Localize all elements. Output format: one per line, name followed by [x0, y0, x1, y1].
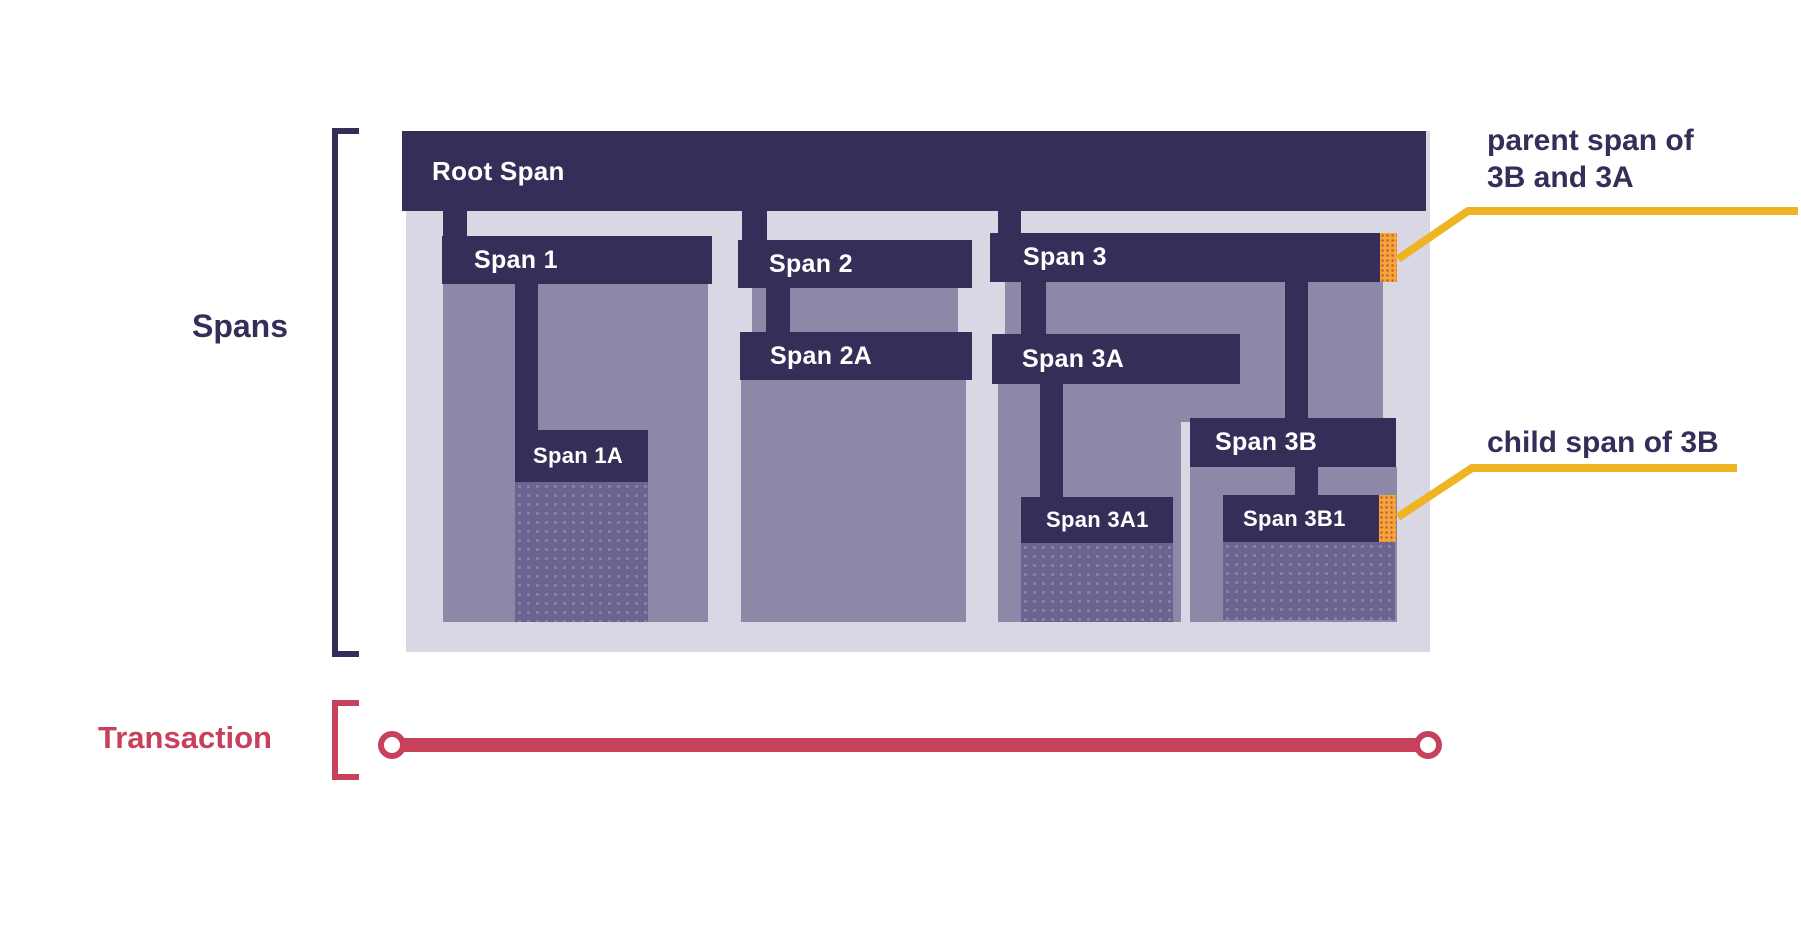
stem-span1-to-span1a — [515, 280, 538, 440]
span3a1-bar: Span 3A1 — [1021, 497, 1173, 543]
span3b1-label: Span 3B1 — [1243, 505, 1346, 531]
span3a1-body — [1021, 543, 1173, 622]
parent-span-annotation-line1: parent span of — [1487, 124, 1694, 157]
span1a-label: Span 1A — [533, 443, 624, 468]
span3b-label: Span 3B — [1215, 428, 1318, 456]
child-span-annotation: child span of 3B — [1487, 426, 1719, 459]
span1a-body — [515, 482, 648, 622]
parent-span-annotation: parent span of 3B and 3A — [1487, 122, 1694, 196]
transaction-start-dot — [378, 731, 406, 759]
root-span-label: Root Span — [432, 155, 565, 186]
transaction-end-dot — [1414, 731, 1442, 759]
stem-span2-to-span2a — [766, 288, 790, 338]
span3-bar: Span 3 — [990, 233, 1397, 282]
stem-span3-to-span3a — [1021, 282, 1046, 342]
span3-label: Span 3 — [1023, 243, 1107, 271]
child-span-callout-line — [1395, 464, 1737, 521]
parent-span-marker — [1380, 233, 1397, 282]
span2a-label: Span 2A — [770, 341, 873, 370]
stem-span3b-to-span3b1 — [1295, 467, 1318, 497]
span1-label: Span 1 — [474, 245, 558, 274]
span3b1-bar: Span 3B1 — [1223, 495, 1396, 542]
span2a-body — [741, 380, 966, 622]
span3a1-label: Span 3A1 — [1046, 507, 1149, 532]
span3b1-body — [1223, 542, 1395, 620]
span3b-bar: Span 3B — [1190, 418, 1396, 467]
span1a-bar: Span 1A — [515, 430, 648, 482]
span1-bar: Span 1 — [442, 236, 712, 284]
span3a-bar: Span 3A — [992, 334, 1240, 384]
stem-span3a-to-span3a1 — [1040, 384, 1063, 504]
span2-bar: Span 2 — [738, 240, 972, 288]
transaction-bracket — [332, 700, 359, 780]
stem-span3-to-span3b — [1285, 282, 1308, 425]
parent-span-callout-line — [1395, 207, 1798, 263]
span2-label: Span 2 — [769, 249, 853, 278]
transaction-duration-line — [400, 738, 1424, 752]
transaction-section-label: Transaction — [98, 720, 272, 755]
root-span-bar: Root Span — [402, 131, 1426, 211]
spans-section-label: Spans — [191, 308, 289, 344]
parent-span-annotation-line2: 3B and 3A — [1487, 161, 1634, 194]
spans-bracket — [332, 128, 359, 657]
span3a-label: Span 3A — [1022, 344, 1125, 373]
child-span-marker — [1379, 495, 1396, 542]
span2a-bar: Span 2A — [740, 332, 972, 380]
